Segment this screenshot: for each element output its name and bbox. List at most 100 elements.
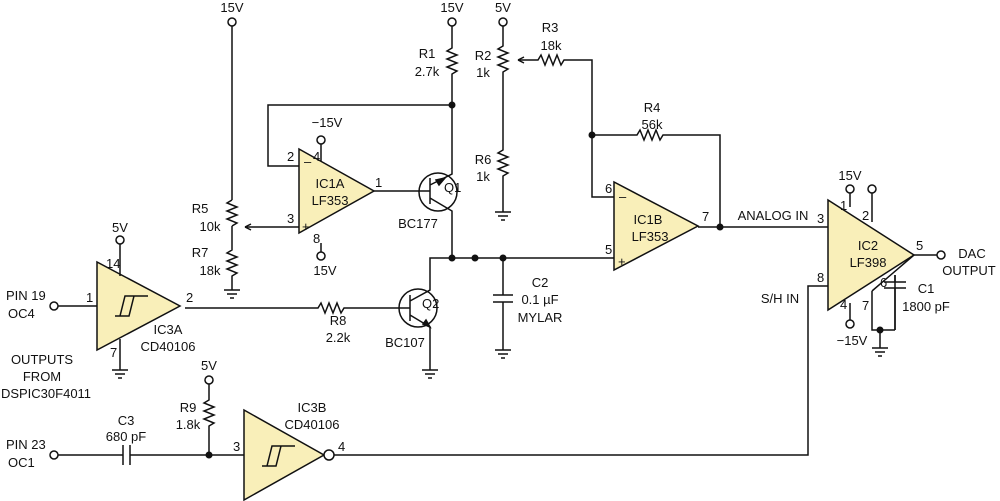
ic3a-pin2: 2 (186, 290, 193, 305)
r2-value: 1k (476, 65, 490, 80)
ic3a-name: IC3A (154, 322, 183, 337)
supply-15v-r1: 15V (440, 0, 463, 15)
pin19-terminal (49, 301, 59, 311)
outputs-line2: FROM (23, 369, 61, 384)
ic2-pin8: 8 (817, 270, 824, 285)
q2-transistor (396, 257, 452, 379)
ic2-part: LF398 (850, 255, 887, 270)
ic1a-minus: – (304, 154, 312, 169)
dac-output-terminal (936, 250, 946, 260)
r5-value: 10k (200, 219, 221, 234)
supply-15v-r5: 15V (220, 0, 243, 15)
ic3b-inverter-bubble (323, 449, 335, 461)
supply-terminal-ic2-pos-b (867, 184, 877, 194)
ic1a-part: LF353 (312, 193, 349, 208)
ic3b-pin4: 4 (338, 439, 345, 454)
c3-capacitor (58, 445, 244, 465)
c2-capacitor (493, 258, 513, 359)
ic3b-name: IC3B (298, 400, 327, 415)
supply-terminal-r1 (447, 17, 457, 27)
ic3a-part: CD40106 (141, 339, 196, 354)
ic2-pin6: 6 (880, 275, 887, 290)
outputs-line3: DSPIC30F4011 (1, 386, 91, 401)
ic1b-pin5: 5 (605, 242, 612, 257)
q1-transistor (415, 105, 458, 258)
dac-output-label-1: DAC (958, 246, 985, 261)
supply-terminal-r5 (227, 17, 237, 27)
r2-potentiometer (495, 26, 525, 221)
supply-15v-ic1a: 15V (313, 263, 336, 278)
ic2-pin2: 2 (862, 208, 869, 223)
sh-line (334, 285, 828, 456)
r4-value: 56k (642, 117, 663, 132)
r8-label: R8 (330, 313, 347, 328)
ic1a-wires (267, 104, 452, 252)
ic3a-pin7: 7 (110, 345, 117, 360)
outputs-line1: OUTPUTS (11, 352, 73, 367)
ic3b-part: CD40106 (285, 417, 340, 432)
r3-resistor (518, 52, 593, 135)
r9-label: R9 (180, 400, 197, 415)
sh-in-label: S/H IN (761, 291, 799, 306)
ic3a-hysteresis-icon (115, 295, 148, 317)
supply-neg15v-ic2: −15V (837, 333, 868, 348)
ic3b-schmitt (243, 408, 326, 501)
analog-in-label: ANALOG IN (738, 208, 809, 223)
pin23-sub: OC1 (8, 455, 35, 470)
ic1a-plus: + (302, 219, 310, 234)
supply-terminal-ic2-neg (845, 319, 855, 329)
ic2-pin7: 7 (862, 298, 869, 313)
r7-resistor (224, 246, 240, 299)
supply-terminal-ic2-pos-a (845, 184, 855, 194)
ic2-pin4: 4 (840, 297, 847, 312)
r6-label: R6 (475, 152, 492, 167)
ic2-pin3: 3 (817, 211, 824, 226)
ic1b-plus: + (618, 254, 626, 269)
r9-resistor (201, 384, 217, 455)
c2-value: 0.1 µF (521, 292, 558, 307)
c2-note: MYLAR (518, 310, 563, 325)
c3-value: 680 pF (106, 429, 147, 444)
ic3a-wires (58, 244, 128, 379)
ic1a-pin8: 8 (313, 231, 320, 246)
pin19-label: PIN 19 (6, 288, 46, 303)
ic1b-part: LF353 (632, 229, 669, 244)
junction-ic2-gnd (876, 326, 884, 334)
ic3b-pin3: 3 (233, 439, 240, 454)
supply-terminal-r9 (204, 375, 214, 385)
ic1a-pin3: 3 (287, 211, 294, 226)
r6-value: 1k (476, 169, 490, 184)
supply-terminal-r2 (498, 17, 508, 27)
r2-label: R2 (475, 48, 492, 63)
c1-value: 1800 pF (902, 299, 950, 314)
supply-5v-r9: 5V (201, 358, 217, 373)
r7-label: R7 (192, 245, 209, 260)
ic3a-pin1: 1 (86, 290, 93, 305)
junction-ic1b-out (716, 223, 724, 231)
junction-c2-a (471, 254, 479, 262)
ic3a-pin14: 14 (106, 256, 120, 271)
c2-label: C2 (532, 275, 549, 290)
r3-label: R3 (542, 20, 559, 35)
ic3b-hysteresis-icon (262, 445, 295, 467)
junction-q1-q2 (448, 254, 456, 262)
ic2-sample-hold (827, 198, 916, 312)
q1-part: BC177 (398, 216, 438, 231)
r1-value: 2.7k (415, 64, 440, 79)
r1-resistor (444, 26, 460, 105)
ic1a-opamp (298, 147, 376, 235)
supply-15v-ic2: 15V (838, 168, 861, 183)
q2-name: Q2 (422, 296, 439, 311)
ic1b-opamp (613, 180, 700, 272)
q2-part: BC107 (385, 335, 425, 350)
supply-5v-r2: 5V (495, 0, 511, 15)
supply-5v-ic3a: 5V (112, 220, 128, 235)
c1-label: C1 (918, 281, 935, 296)
dac-output-label-2: OUTPUT (942, 263, 996, 278)
ic1a-pin2: 2 (287, 149, 294, 164)
r8-resistor (185, 300, 396, 316)
supply-neg15v-ic1a: −15V (312, 115, 343, 130)
r4-resistor (592, 127, 721, 227)
r4-label: R4 (644, 100, 661, 115)
